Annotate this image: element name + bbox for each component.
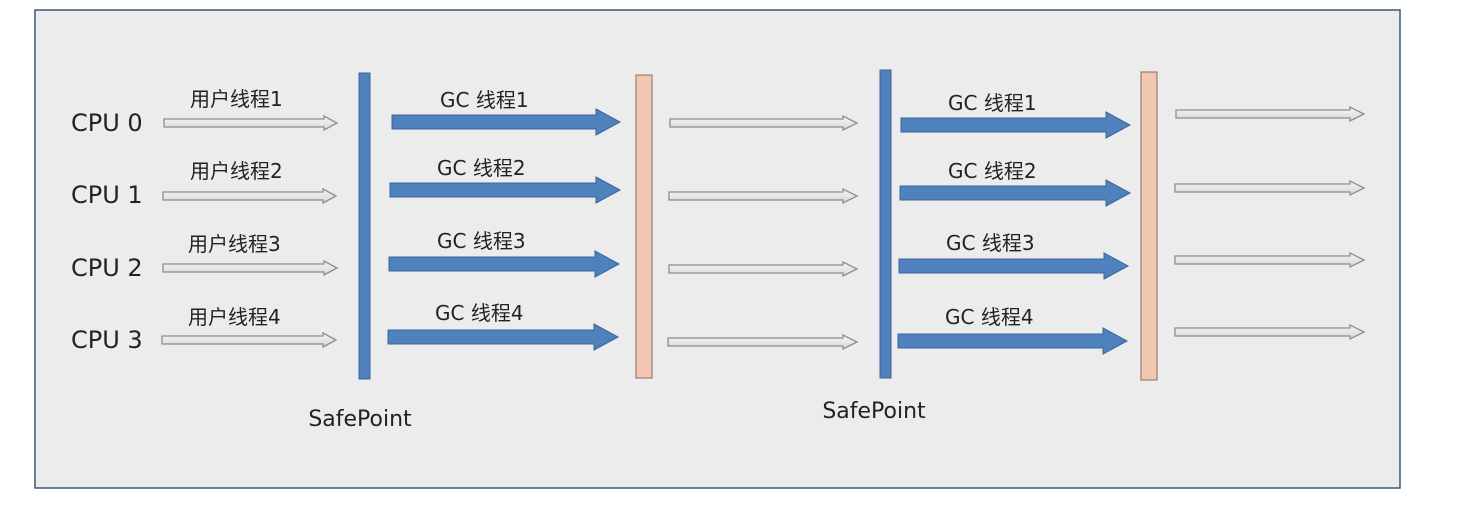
gc-end-bar [1140, 71, 1158, 381]
user-thread-arrow [163, 114, 339, 132]
user-thread-label: 用户线程3 [188, 232, 281, 256]
gc-thread-arrow [387, 323, 620, 351]
gc-thread-arrow [899, 179, 1132, 207]
user-thread-arrow [668, 260, 859, 278]
user-thread-arrow [1174, 251, 1366, 269]
safepoint-bar [879, 69, 892, 379]
user-thread-label: 用户线程2 [190, 159, 283, 183]
user-thread-label: 用户线程1 [190, 87, 283, 111]
user-thread-arrow [162, 187, 338, 205]
gc-thread-label: GC 线程3 [946, 231, 1035, 255]
gc-thread-label: GC 线程4 [435, 301, 524, 325]
user-thread-arrow [1175, 105, 1366, 123]
cpu-label: CPU 3 [71, 326, 143, 354]
cpu-label: CPU 2 [71, 254, 143, 282]
user-thread-arrow [668, 187, 859, 205]
user-thread-arrow [162, 259, 339, 277]
gc-thread-arrow [391, 108, 622, 136]
gc-thread-label: GC 线程3 [437, 229, 526, 253]
user-thread-arrow [1174, 323, 1366, 341]
user-thread-label: 用户线程4 [188, 305, 281, 329]
gc-thread-label: GC 线程1 [948, 91, 1037, 115]
gc-thread-label: GC 线程2 [437, 156, 526, 180]
gc-thread-arrow [389, 176, 622, 204]
gc-thread-arrow [900, 111, 1132, 139]
user-thread-arrow [161, 331, 338, 349]
cpu-label: CPU 1 [71, 181, 143, 209]
safepoint-bar [358, 72, 371, 380]
gc-thread-arrow [897, 327, 1129, 355]
cpu-label: CPU 0 [71, 109, 143, 137]
user-thread-arrow [669, 114, 859, 132]
diagram-panel [34, 9, 1401, 489]
gc-thread-arrow [898, 252, 1130, 280]
gc-thread-label: GC 线程4 [945, 305, 1034, 329]
gc-end-bar [635, 74, 653, 379]
safepoint-label: SafePoint [822, 399, 926, 424]
safepoint-label: SafePoint [308, 407, 412, 432]
user-thread-arrow [667, 333, 859, 351]
user-thread-arrow [1174, 179, 1366, 197]
gc-thread-label: GC 线程2 [948, 159, 1037, 183]
gc-thread-arrow [388, 250, 621, 278]
gc-thread-label: GC 线程1 [440, 88, 529, 112]
